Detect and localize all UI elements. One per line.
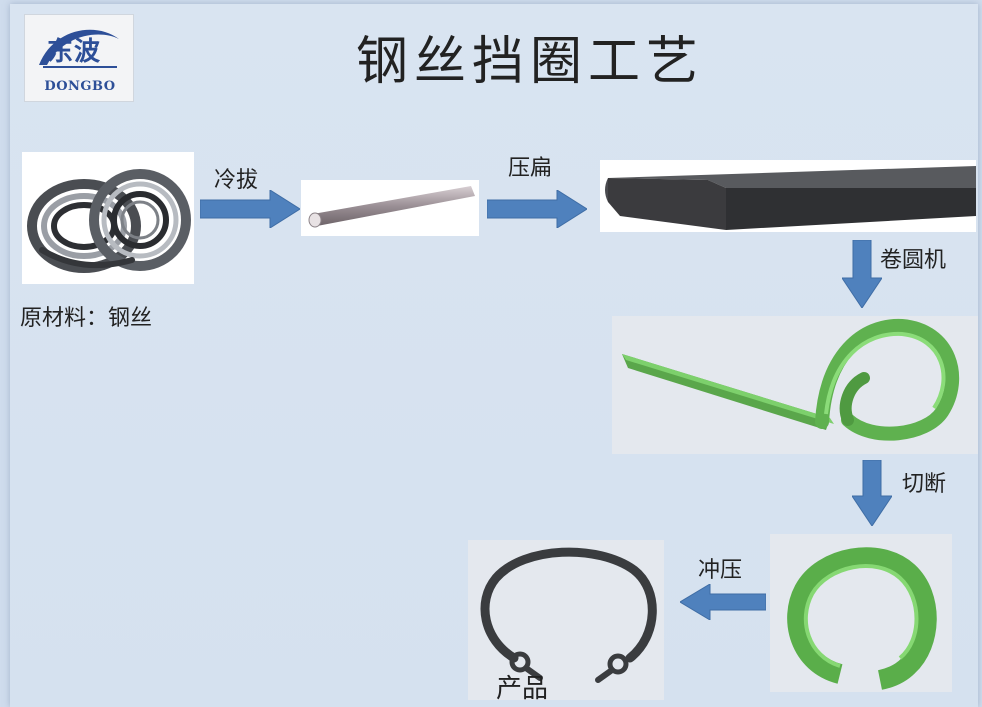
product-label: 产品 (496, 674, 549, 704)
coiling-machine-label: 卷圆机 (880, 248, 947, 273)
cut-ring-image (770, 534, 952, 692)
cold-drawing-label: 冷拔 (214, 168, 259, 193)
page-title: 钢丝挡圈工艺 (356, 32, 705, 92)
flat-strip-image (600, 160, 976, 232)
logo-swoosh-icon (39, 29, 119, 68)
cutting-label: 切断 (902, 472, 947, 497)
left-arrow-icon (680, 584, 766, 620)
flattening-label: 压扁 (508, 156, 553, 181)
wire-coil-image (22, 152, 194, 284)
coiled-strip-image (612, 316, 978, 454)
raw-material-label: 原材料：钢丝 (20, 306, 153, 331)
down-arrow-icon (842, 240, 882, 308)
right-arrow-icon (200, 190, 300, 228)
logo-name-cn: 东波 (47, 37, 102, 67)
drawn-wire-rod-image (301, 180, 479, 236)
stamping-label: 冲压 (698, 558, 743, 583)
company-logo: 东波 DONGBO (24, 14, 134, 102)
logo-name-en: DONGBO (44, 79, 116, 94)
right-arrow-icon (487, 190, 587, 228)
down-arrow-icon (852, 460, 892, 526)
circlip-product-image (468, 540, 664, 700)
